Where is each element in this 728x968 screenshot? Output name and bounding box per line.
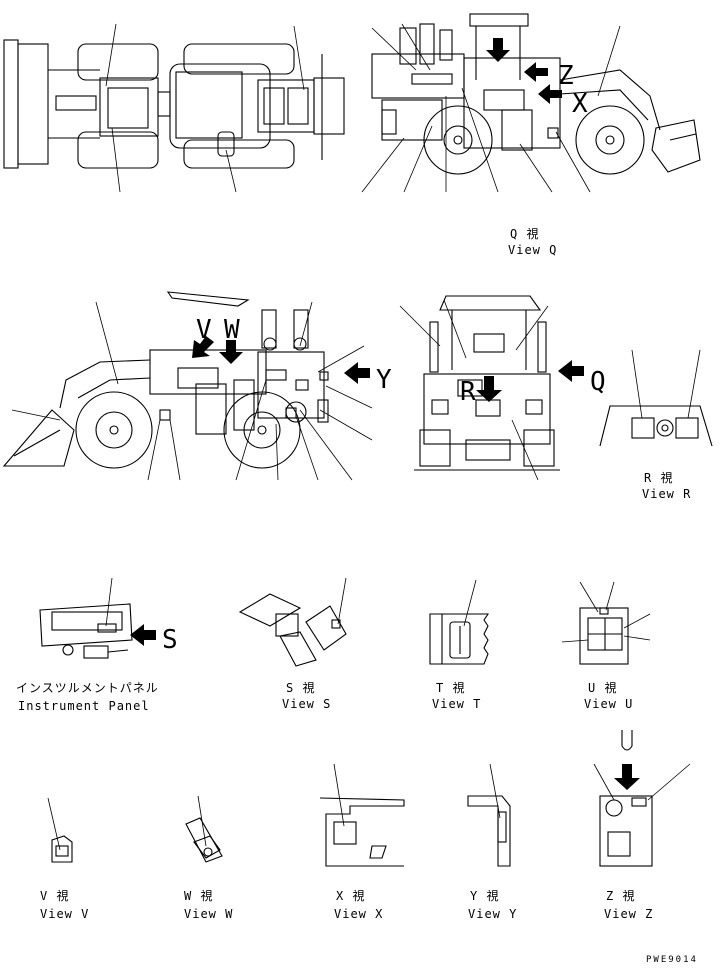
view-q-label-jp: Q 視 <box>510 226 539 241</box>
callout-letter-r: R <box>460 377 476 407</box>
view-q-label-en: View Q <box>508 243 557 257</box>
view-u-label-en: View U <box>584 697 633 711</box>
view-y-detail: Y 視 View Y <box>467 763 517 921</box>
view-s-label-jp: S 視 <box>286 680 315 695</box>
callout-letter-q: Q <box>590 367 606 397</box>
view-u-detail: U 視 View U <box>561 581 651 711</box>
callout-letter-s: S <box>162 625 178 655</box>
callout-letter-z: Z <box>558 61 574 91</box>
callout-letter-x: X <box>572 89 588 119</box>
loader-rear-view: R Q <box>399 295 606 481</box>
drawing-code: PWE9014 <box>646 955 698 965</box>
view-x-detail: X 視 View X <box>319 763 405 921</box>
view-y-label-en: View Y <box>468 907 517 921</box>
view-w-label-en: View W <box>184 907 233 921</box>
view-t-label-en: View T <box>432 697 481 711</box>
view-u-label-jp: U 視 <box>588 680 617 695</box>
view-t-detail: T 視 View T <box>429 579 490 711</box>
loader-side-view-upper: Z X Q 視 View Q <box>361 13 701 257</box>
view-v-detail: V 視 View V <box>40 797 89 921</box>
callout-letter-y: Y <box>376 365 392 395</box>
view-r-detail: R 視 View R <box>599 349 713 501</box>
view-r-label-jp: R 視 <box>644 470 673 485</box>
loader-top-view <box>3 23 345 193</box>
view-s-label-en: View S <box>282 697 331 711</box>
view-t-label-jp: T 視 <box>436 680 465 695</box>
instrument-panel-label-en: Instrument Panel <box>18 699 150 713</box>
view-x-label-en: View X <box>334 907 383 921</box>
view-v-label-en: View V <box>40 907 89 921</box>
view-r-label-en: View R <box>642 487 691 501</box>
instrument-panel-label-jp: インスツルメントパネル <box>16 681 159 695</box>
view-w-label-jp: W 視 <box>184 888 213 903</box>
view-z-label-en: View Z <box>604 907 653 921</box>
loader-side-view-lower: V W Y <box>2 291 392 481</box>
view-v-label-jp: V 視 <box>40 888 69 903</box>
view-y-label-jp: Y 視 <box>470 888 499 903</box>
instrument-panel-detail: S インスツルメントパネル Instrument Panel <box>16 577 178 713</box>
callout-letter-v: V <box>196 315 212 345</box>
view-x-label-jp: X 視 <box>336 888 365 903</box>
callout-letter-w: W <box>224 315 240 345</box>
view-z-detail: Z 視 View Z <box>593 730 691 921</box>
view-s-detail: S 視 View S <box>238 577 347 711</box>
view-w-detail: W 視 View W <box>184 795 233 921</box>
view-z-label-jp: Z 視 <box>606 888 635 903</box>
